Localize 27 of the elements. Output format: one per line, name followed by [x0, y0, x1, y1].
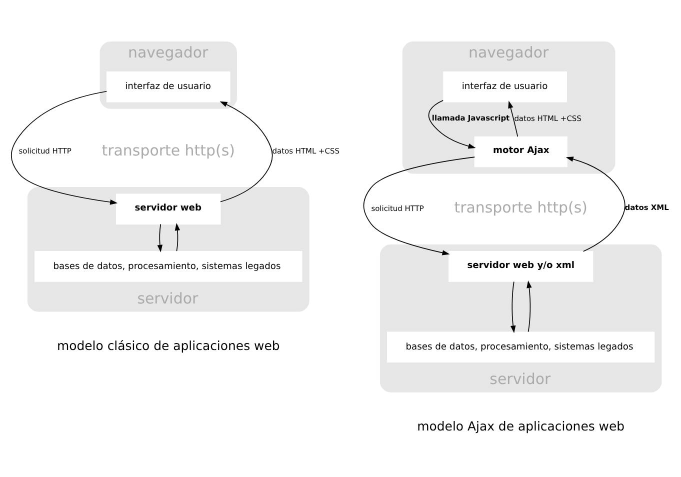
arrow — [363, 156, 476, 255]
edge-label: datos XML — [624, 202, 669, 212]
node-box: motor Ajax — [474, 136, 568, 167]
arrow — [157, 223, 162, 252]
edge-label: datos HTML +CSS — [272, 146, 340, 156]
node-box: interfaz de usuario — [443, 71, 567, 102]
edge-label: datos HTML +CSS — [514, 114, 582, 123]
edge-label: solicitud HTTP — [371, 203, 424, 212]
arrow — [10, 90, 118, 204]
node-box: servidor web y/o xml — [448, 250, 594, 282]
arrow — [428, 99, 476, 148]
node-box: servidor web — [116, 193, 221, 224]
arrow — [510, 280, 516, 333]
arrow — [174, 222, 180, 252]
node-box: bases de datos, procesamiento, sistemas legados — [387, 331, 655, 362]
edge-label: solicitud HTTP — [18, 146, 72, 156]
label: modelo Ajax de aplicaciones web — [417, 418, 625, 434]
arrow — [566, 156, 626, 252]
arrow — [220, 100, 273, 202]
label: transporte http(s) — [102, 140, 235, 159]
label: modelo clásico de aplicaciones web — [56, 337, 280, 352]
label: transporte http(s) — [454, 198, 588, 216]
edge-label: llamada Javascript — [432, 112, 510, 122]
node-box: bases de datos, procesamiento, sistemas legados — [34, 250, 302, 282]
node-box: interfaz de usuario — [106, 71, 230, 102]
arrow — [508, 100, 518, 136]
arrow — [526, 280, 532, 332]
